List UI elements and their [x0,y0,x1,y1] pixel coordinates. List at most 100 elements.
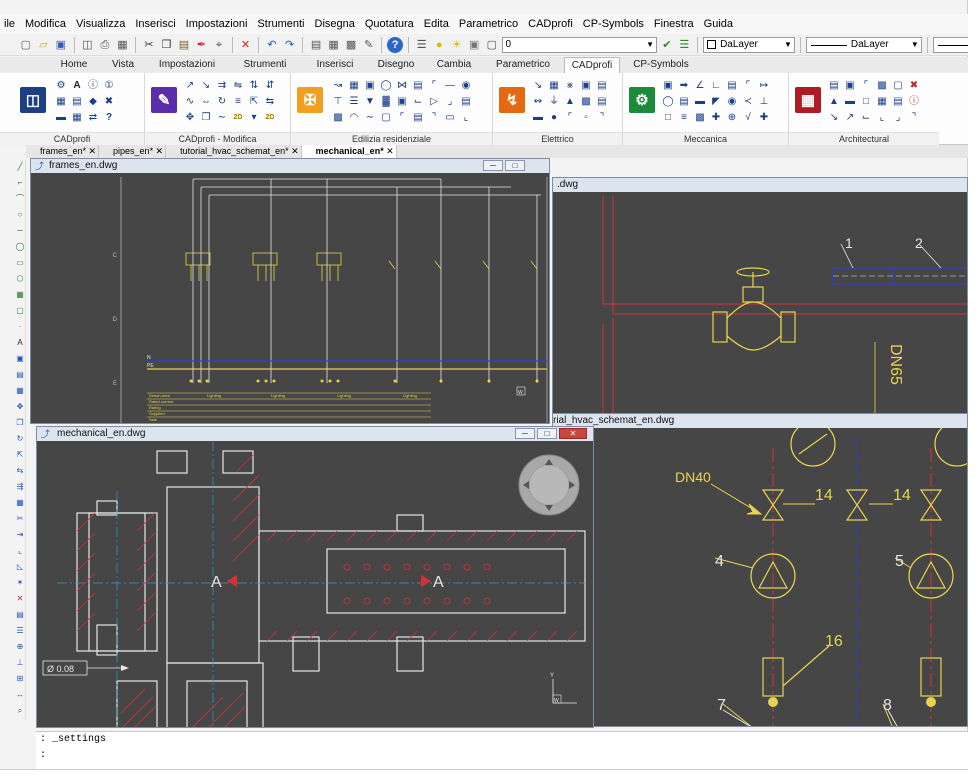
bend-tool-icon[interactable]: ⌙ [413,96,423,107]
question-tool-icon[interactable]: ? [105,112,113,123]
cut-icon[interactable]: ✂ [144,38,154,51]
trim-tool-icon[interactable]: ✂ [16,514,24,523]
panel-tool-icon[interactable]: ▣ [581,80,591,91]
menu-edita[interactable]: Edita [423,18,449,30]
properties-tool-icon[interactable]: ▤ [16,610,24,619]
drawing-window-mechanical[interactable]: ⤴ mechanical_en.dwg ─ □ ✕ [36,426,594,728]
list-tool-icon[interactable]: ☰ [349,96,359,107]
stairs-tool-icon[interactable]: ⌜ [863,80,869,91]
bracket-tool-icon[interactable]: ⌝ [431,112,437,123]
info-tool-icon[interactable]: ⓘ [88,80,98,91]
cadprofi-tool-icon[interactable]: ⚙ [56,80,66,91]
print-icon[interactable]: ⎙ [100,38,110,51]
rotate-tool-icon[interactable]: ↻ [16,434,24,443]
trim-tool-icon[interactable]: ↘ [829,112,839,123]
fuse-tool-icon[interactable]: ▬ [533,112,543,123]
layer-on-icon[interactable]: ☀ [451,38,462,51]
meter-tool-icon[interactable]: ▤ [461,96,471,107]
elbow-tool-icon[interactable]: ⌟ [447,96,453,107]
menu-parametrico[interactable]: Parametrico [458,18,519,30]
wave-tool-icon[interactable]: ∼ [365,112,375,123]
stretch-tool-icon[interactable]: ⇔ [201,96,211,107]
radiator-tool-icon[interactable]: ▦ [349,80,359,91]
socket-tool-icon[interactable]: ▦ [549,80,559,91]
number-tool-icon[interactable]: ① [104,80,114,91]
washer-tool-icon[interactable]: ◯ [662,96,674,107]
edge-tool-icon[interactable]: ⌞ [879,112,885,123]
close-icon[interactable]: ✕ [155,146,164,156]
duct-tool-icon[interactable]: ▤ [413,80,423,91]
menu-cp-symbols[interactable]: CP-Symbols [582,18,644,30]
menu-disegna[interactable]: Disegna [314,18,355,30]
publish-icon[interactable]: ▦ [117,38,128,51]
chimney-tool-icon[interactable]: ▓ [382,96,390,107]
maximize-button[interactable]: □ [505,160,525,171]
tab-strumenti[interactable]: Strumenti [243,59,287,70]
brick-wall-icon[interactable]: ▦ [795,87,821,113]
offset-tool-icon[interactable]: ↗ [185,80,195,91]
circle-tool-icon[interactable]: ○ [17,210,23,219]
layer-color-icon[interactable]: ▢ [486,38,497,51]
cable-tool-icon[interactable]: ↭ [533,96,543,107]
zoom-tool-icon[interactable]: ⌕ [17,706,23,715]
profile-tool-icon[interactable]: ∟ [711,80,721,91]
slab-tool-icon[interactable]: ▬ [845,96,855,107]
outlet-tool-icon[interactable]: ▤ [413,112,423,123]
chamfer-tool-icon[interactable]: ◺ [16,562,24,571]
drawing-window-hvac[interactable]: rial_hvac_schemat_en.dwg [552,413,968,727]
help-icon[interactable]: ? [387,36,403,53]
erase-tool-icon[interactable]: ✕ [16,594,24,603]
drain-tool-icon[interactable]: ⌞ [463,112,469,123]
tray-tool-icon[interactable]: ▫ [584,112,588,123]
grid-tool-icon[interactable]: ▤ [893,96,903,107]
menu-file[interactable]: ile [4,18,16,30]
doc-tab-pipes[interactable]: pipes_en*✕ [99,145,167,158]
window-title-bar[interactable]: ⤴ frames_en.dwg ─ □ [31,159,549,173]
new-file-icon[interactable]: ▢ [20,38,31,51]
door-tool-icon[interactable]: ▣ [845,80,855,91]
dimension-tool-icon[interactable]: ↦ [759,80,769,91]
ortho-tool-icon[interactable]: ⊥ [16,658,24,667]
nut-tool-icon[interactable]: ➡ [679,80,689,91]
polyline-tool-icon[interactable]: ⌐ [17,178,23,187]
hvac-tool-icon[interactable]: ↝ [333,80,343,91]
tab-home[interactable]: Home [60,59,88,70]
roof-tool-icon[interactable]: ▲ [829,96,839,107]
meter-tool-icon[interactable]: ▤ [597,96,607,107]
tab-disegno[interactable]: Disegno [377,59,415,70]
lineweight-dropdown[interactable] [932,36,968,53]
switch-tool-icon[interactable]: ↘ [533,80,543,91]
mechanical-drawing-canvas[interactable]: A A Ø 0.08 [37,441,594,728]
spline-tool-icon[interactable]: ∼ [16,226,24,235]
arc-tool-icon[interactable]: ⌒ [16,194,24,203]
lightning-icon[interactable]: ↯ [499,87,525,113]
measure-tool-icon[interactable]: ↔ [16,690,24,699]
color-dropdown[interactable]: DaLayer ▼ [703,36,795,53]
tab-impostazioni[interactable]: Impostazioni [158,59,216,70]
rotate-tool-icon[interactable]: ↻ [217,96,227,107]
copy-icon[interactable]: ❐ [161,38,172,51]
snap-tool-icon[interactable]: ⊕ [16,642,24,651]
table-tool-icon[interactable]: ▦ [16,386,24,395]
pick-icon[interactable]: ⌖ [215,38,223,51]
wave2-tool-icon[interactable]: ∼ [217,112,227,123]
text-tool-icon[interactable]: A [17,338,23,347]
gas-tool-icon[interactable]: ◉ [461,80,471,91]
connector-tool-icon[interactable]: ⌜ [399,112,405,123]
pump-tool-icon[interactable]: ◯ [380,80,392,91]
window-title-bar[interactable]: .dwg [553,178,967,192]
chevron-down-icon[interactable]: ▾ [251,112,257,123]
sensor-tool-icon[interactable]: ● [550,112,558,123]
menu-strumenti[interactable]: Strumenti [257,18,305,30]
tab-cambia[interactable]: Cambia [436,59,472,70]
join-tool-icon[interactable]: ⇉ [217,80,227,91]
offset-tool-icon[interactable]: ⇶ [16,482,24,491]
drawing-window-pipes[interactable]: .dwg [552,177,968,433]
make-current-icon[interactable]: ✔ [662,38,672,51]
grid-tool-icon[interactable]: ▦ [56,96,66,107]
linetype-dropdown[interactable]: DaLayer ▼ [805,36,922,53]
menu-guida[interactable]: Guida [703,18,734,30]
layers-tool-icon[interactable]: ▦ [72,112,82,123]
furniture-tool-icon[interactable]: ▦ [877,96,887,107]
table-tool-icon[interactable]: ▤ [72,96,82,107]
